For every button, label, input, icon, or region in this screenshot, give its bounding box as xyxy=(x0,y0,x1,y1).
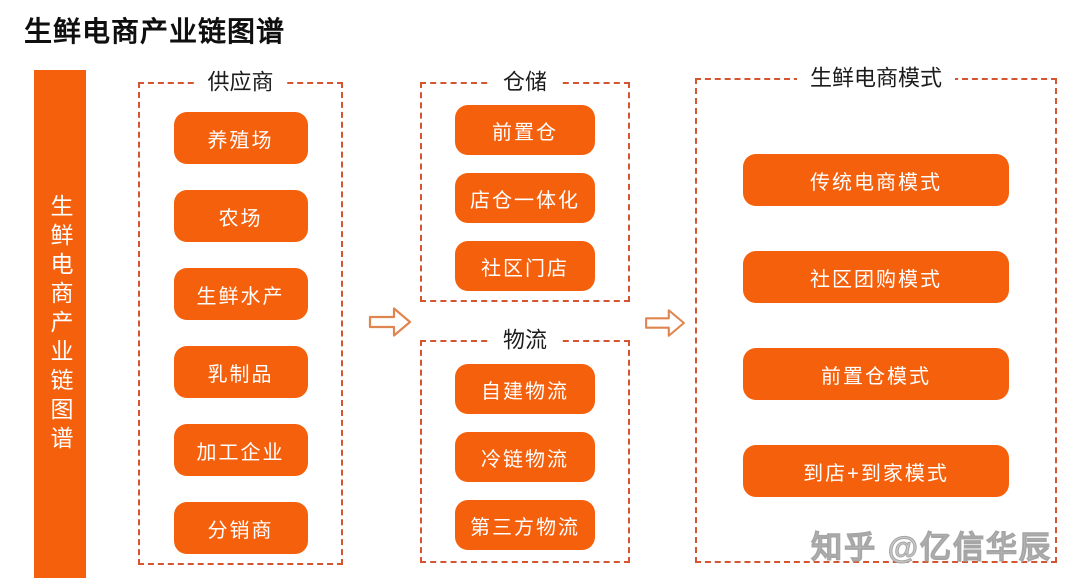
node-third-party-logistics: 第三方物流 xyxy=(455,500,595,550)
node-community-group-buy-model: 社区团购模式 xyxy=(743,251,1009,303)
ecommerce-models-group: 生鲜电商模式 传统电商模式 社区团购模式 前置仓模式 到店+到家模式 xyxy=(695,63,1057,563)
node-to-store-to-home-model: 到店+到家模式 xyxy=(743,445,1009,497)
watermark: 知乎 @亿信华辰 xyxy=(811,530,1052,566)
node-farm-breeding: 养殖场 xyxy=(173,112,308,164)
node-distributor: 分销商 xyxy=(173,502,308,554)
suppliers-group: 供应商 养殖场 农场 生鲜水产 乳制品 加工企业 分销商 xyxy=(138,67,343,565)
side-banner-label: 生鲜电商产业链图谱 xyxy=(47,193,73,455)
side-banner: 生鲜电商产业链图谱 xyxy=(34,70,86,578)
node-cold-chain-logistics: 冷链物流 xyxy=(455,432,595,482)
ecommerce-models-header: 生鲜电商模式 xyxy=(796,63,956,94)
node-processing-enterprise: 加工企业 xyxy=(173,424,308,476)
page-title: 生鲜电商产业链图谱 xyxy=(24,16,286,47)
logistics-group: 物流 自建物流 冷链物流 第三方物流 xyxy=(420,325,630,563)
warehousing-group: 仓储 前置仓 店仓一体化 社区门店 xyxy=(420,67,630,302)
node-front-warehouse-model: 前置仓模式 xyxy=(743,348,1009,400)
node-farm: 农场 xyxy=(173,190,308,242)
node-fresh-aquatic: 生鲜水产 xyxy=(173,268,308,320)
node-dairy: 乳制品 xyxy=(173,346,308,398)
flow-arrow-right-icon xyxy=(645,309,685,337)
logistics-header: 物流 xyxy=(489,325,561,356)
warehousing-header: 仓储 xyxy=(489,67,561,98)
node-self-built-logistics: 自建物流 xyxy=(455,364,595,414)
suppliers-header: 供应商 xyxy=(194,67,287,98)
node-traditional-ecommerce-model: 传统电商模式 xyxy=(743,154,1009,206)
node-community-store: 社区门店 xyxy=(455,241,595,291)
node-store-warehouse-integration: 店仓一体化 xyxy=(455,173,595,223)
node-front-warehouse: 前置仓 xyxy=(455,105,595,155)
flow-arrow-right-icon xyxy=(368,307,412,337)
